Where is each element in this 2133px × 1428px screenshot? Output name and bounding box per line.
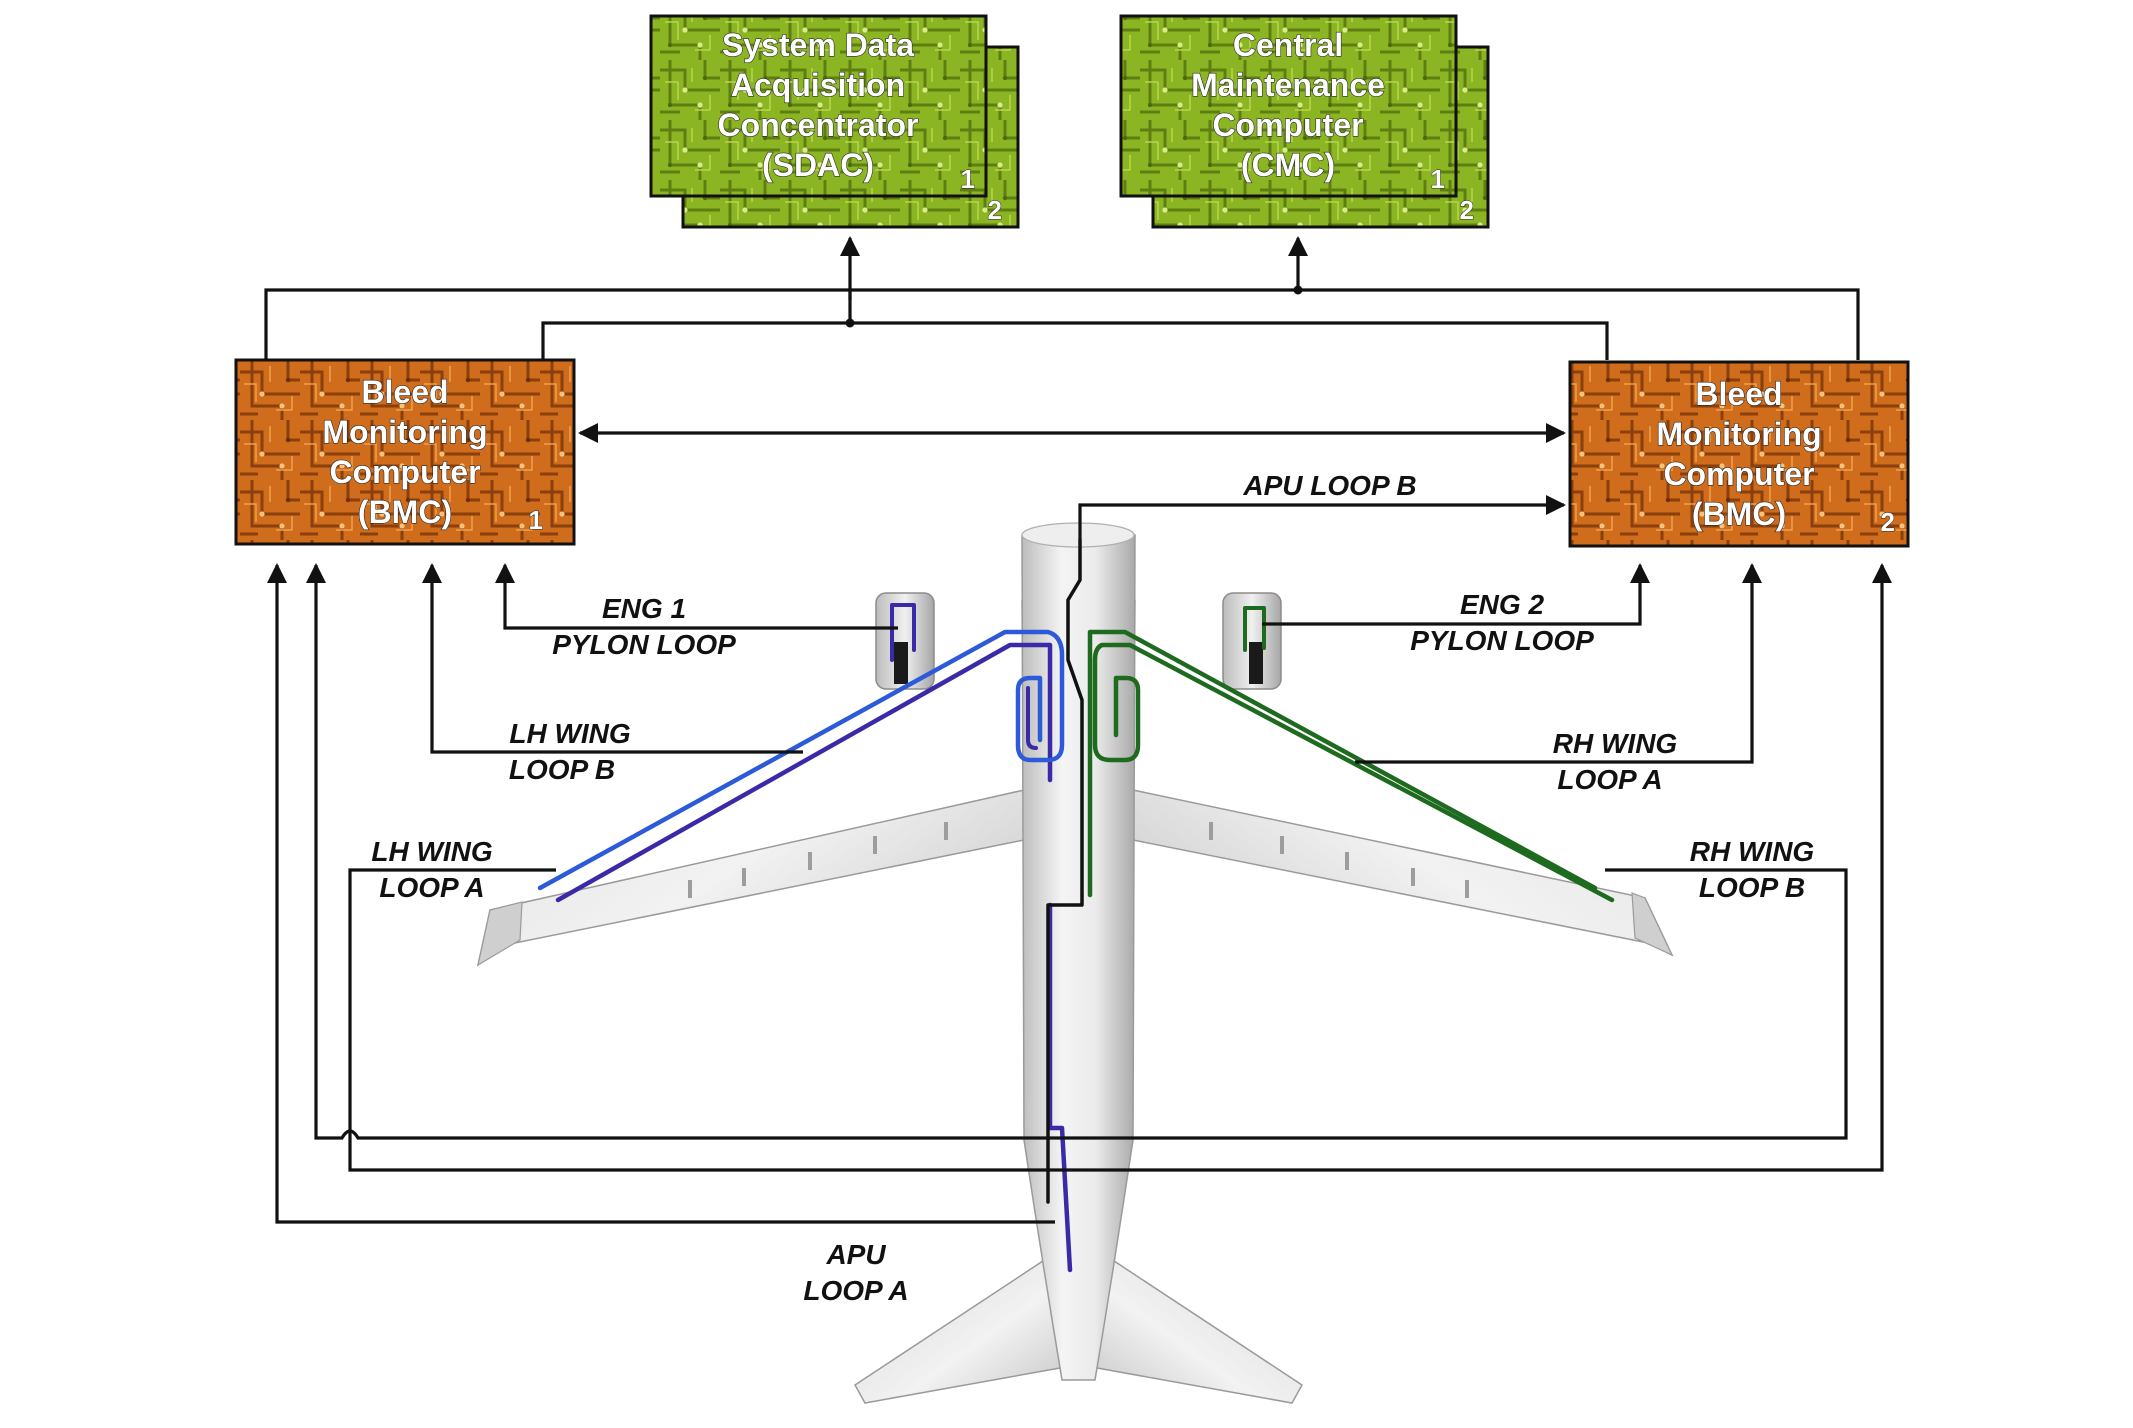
detection-loops [537,538,1615,1273]
bmc-2-unit: Bleed Monitoring Computer (BMC) 2 [1568,360,1910,548]
lh-wing-loop-b-wire [422,563,803,754]
flap-fairings [688,822,1469,898]
sdac-title-line-2: Acquisition [731,67,905,103]
bmc-1-title-line-3: Computer [329,454,480,490]
rh-wing-loop-b-trace [1092,642,1615,903]
bmc-2-card [1568,360,1910,548]
bmc-2-title-line-2: Monitoring [1656,416,1821,452]
lh-wing-loop-a-label-line-2: LOOP A [379,872,484,903]
apu-loop-a-wire [267,563,1055,1224]
cmc-back-number: 2 [1460,195,1474,225]
sdac-front-number: 1 [961,164,975,194]
sdac-unit: 2 System Data Acquisition Concentrator (… [649,14,1020,229]
junction-sdac [845,318,855,328]
apu-loop-b-trace-dark [1046,538,1084,1204]
cmc-title-line-3: Computer [1212,107,1363,143]
bus-outer [264,288,1860,360]
eng2-pylon-label-line-1: ENG 2 [1460,589,1544,620]
right-wing-tip [1631,892,1674,957]
engine-2 [1222,592,1282,690]
bmc-2-title-line-4: (BMC) [1692,496,1786,532]
sdac-title-line-3: Concentrator [718,107,919,143]
rh-wing-loop-b-label-line-1: RH WING [1690,836,1814,867]
wiring [264,236,1892,1224]
apu-loop-a-label-line-2: LOOP A [803,1275,908,1306]
rh-wing-loop-a-wire [1355,563,1762,764]
eng1-pylon-wire [495,563,898,630]
bmc-1-unit: Bleed Monitoring Computer (BMC) 1 [234,358,576,546]
cmc-title-line-4: (CMC) [1241,147,1335,183]
bmc-2-title-line-3: Computer [1663,456,1814,492]
apu-loop-b-label: APU LOOP B [1242,470,1416,501]
sdac-front-card [649,14,988,198]
lh-wing-loop-a-inner [1026,686,1038,750]
fuselage-nose [1021,522,1135,548]
cmc-title-line-2: Maintenance [1191,67,1385,103]
eng2-pylon-wire [1262,563,1650,626]
eng1-pylon-loop-trace [890,603,916,662]
lh-wing-loop-b-label-line-2: LOOP B [509,754,615,785]
junction-cmc [1293,285,1303,295]
bmc-2-title-line-1: Bleed [1695,376,1782,412]
eng2-pylon-loop-trace [1243,606,1266,652]
apu-loop-a-label-line-1: APU [825,1239,886,1270]
rh-wing-loop-b-wire [306,563,1848,1140]
sdac-title-line-4: (SDAC) [762,147,874,183]
bus-inner [541,321,1609,360]
bmc-2-number: 2 [1881,507,1895,537]
lh-wing-loop-a-trace [555,642,1053,903]
apu-loop-a-trace [1047,902,1073,1273]
lh-wing-loop-a-label-line-1: LH WING [371,836,492,867]
eng1-pylon-label-line-1: ENG 1 [602,593,686,624]
cmc-unit: 2 Central Maintenance Computer (CMC) 1 [1119,14,1490,229]
bmc-1-title-line-4: (BMC) [358,494,452,530]
lh-wing-loop-b-label-line-1: LH WING [509,718,630,749]
bmc-1-title-line-1: Bleed [361,374,448,410]
apu-loop-b-wire [1078,495,1566,540]
sdac-title-line-1: System Data [722,27,914,63]
rh-wing-loop-a-label-line-2: LOOP A [1557,764,1662,795]
eng2-pylon-label-line-2: PYLON LOOP [1410,625,1594,656]
cmc-front-number: 1 [1431,164,1445,194]
cmc-front-card [1119,14,1458,198]
left-wing-tip [477,901,523,967]
sdac-back-number: 2 [988,195,1002,225]
lh-wing-loop-a-wire [348,563,1892,1172]
bmc-1-card [234,358,576,546]
rh-wing-loop-b-label-line-2: LOOP B [1699,872,1805,903]
bmc-1-title-line-2: Monitoring [322,414,487,450]
lh-wing-loop-b-trace [537,629,1065,891]
loop-labels: APU LOOP B ENG 1 PYLON LOOP ENG 2 PYLON … [371,470,1814,1306]
rh-wing-loop-a-label-line-1: RH WING [1553,728,1677,759]
bmc-1-number: 1 [529,505,543,535]
cmc-title-line-1: Central [1233,27,1343,63]
fuselage [1021,524,1136,1381]
eng1-pylon-label-line-2: PYLON LOOP [552,629,736,660]
rh-wing-loop-a-trace [1087,629,1598,898]
right-stabilizer [1096,1253,1303,1404]
